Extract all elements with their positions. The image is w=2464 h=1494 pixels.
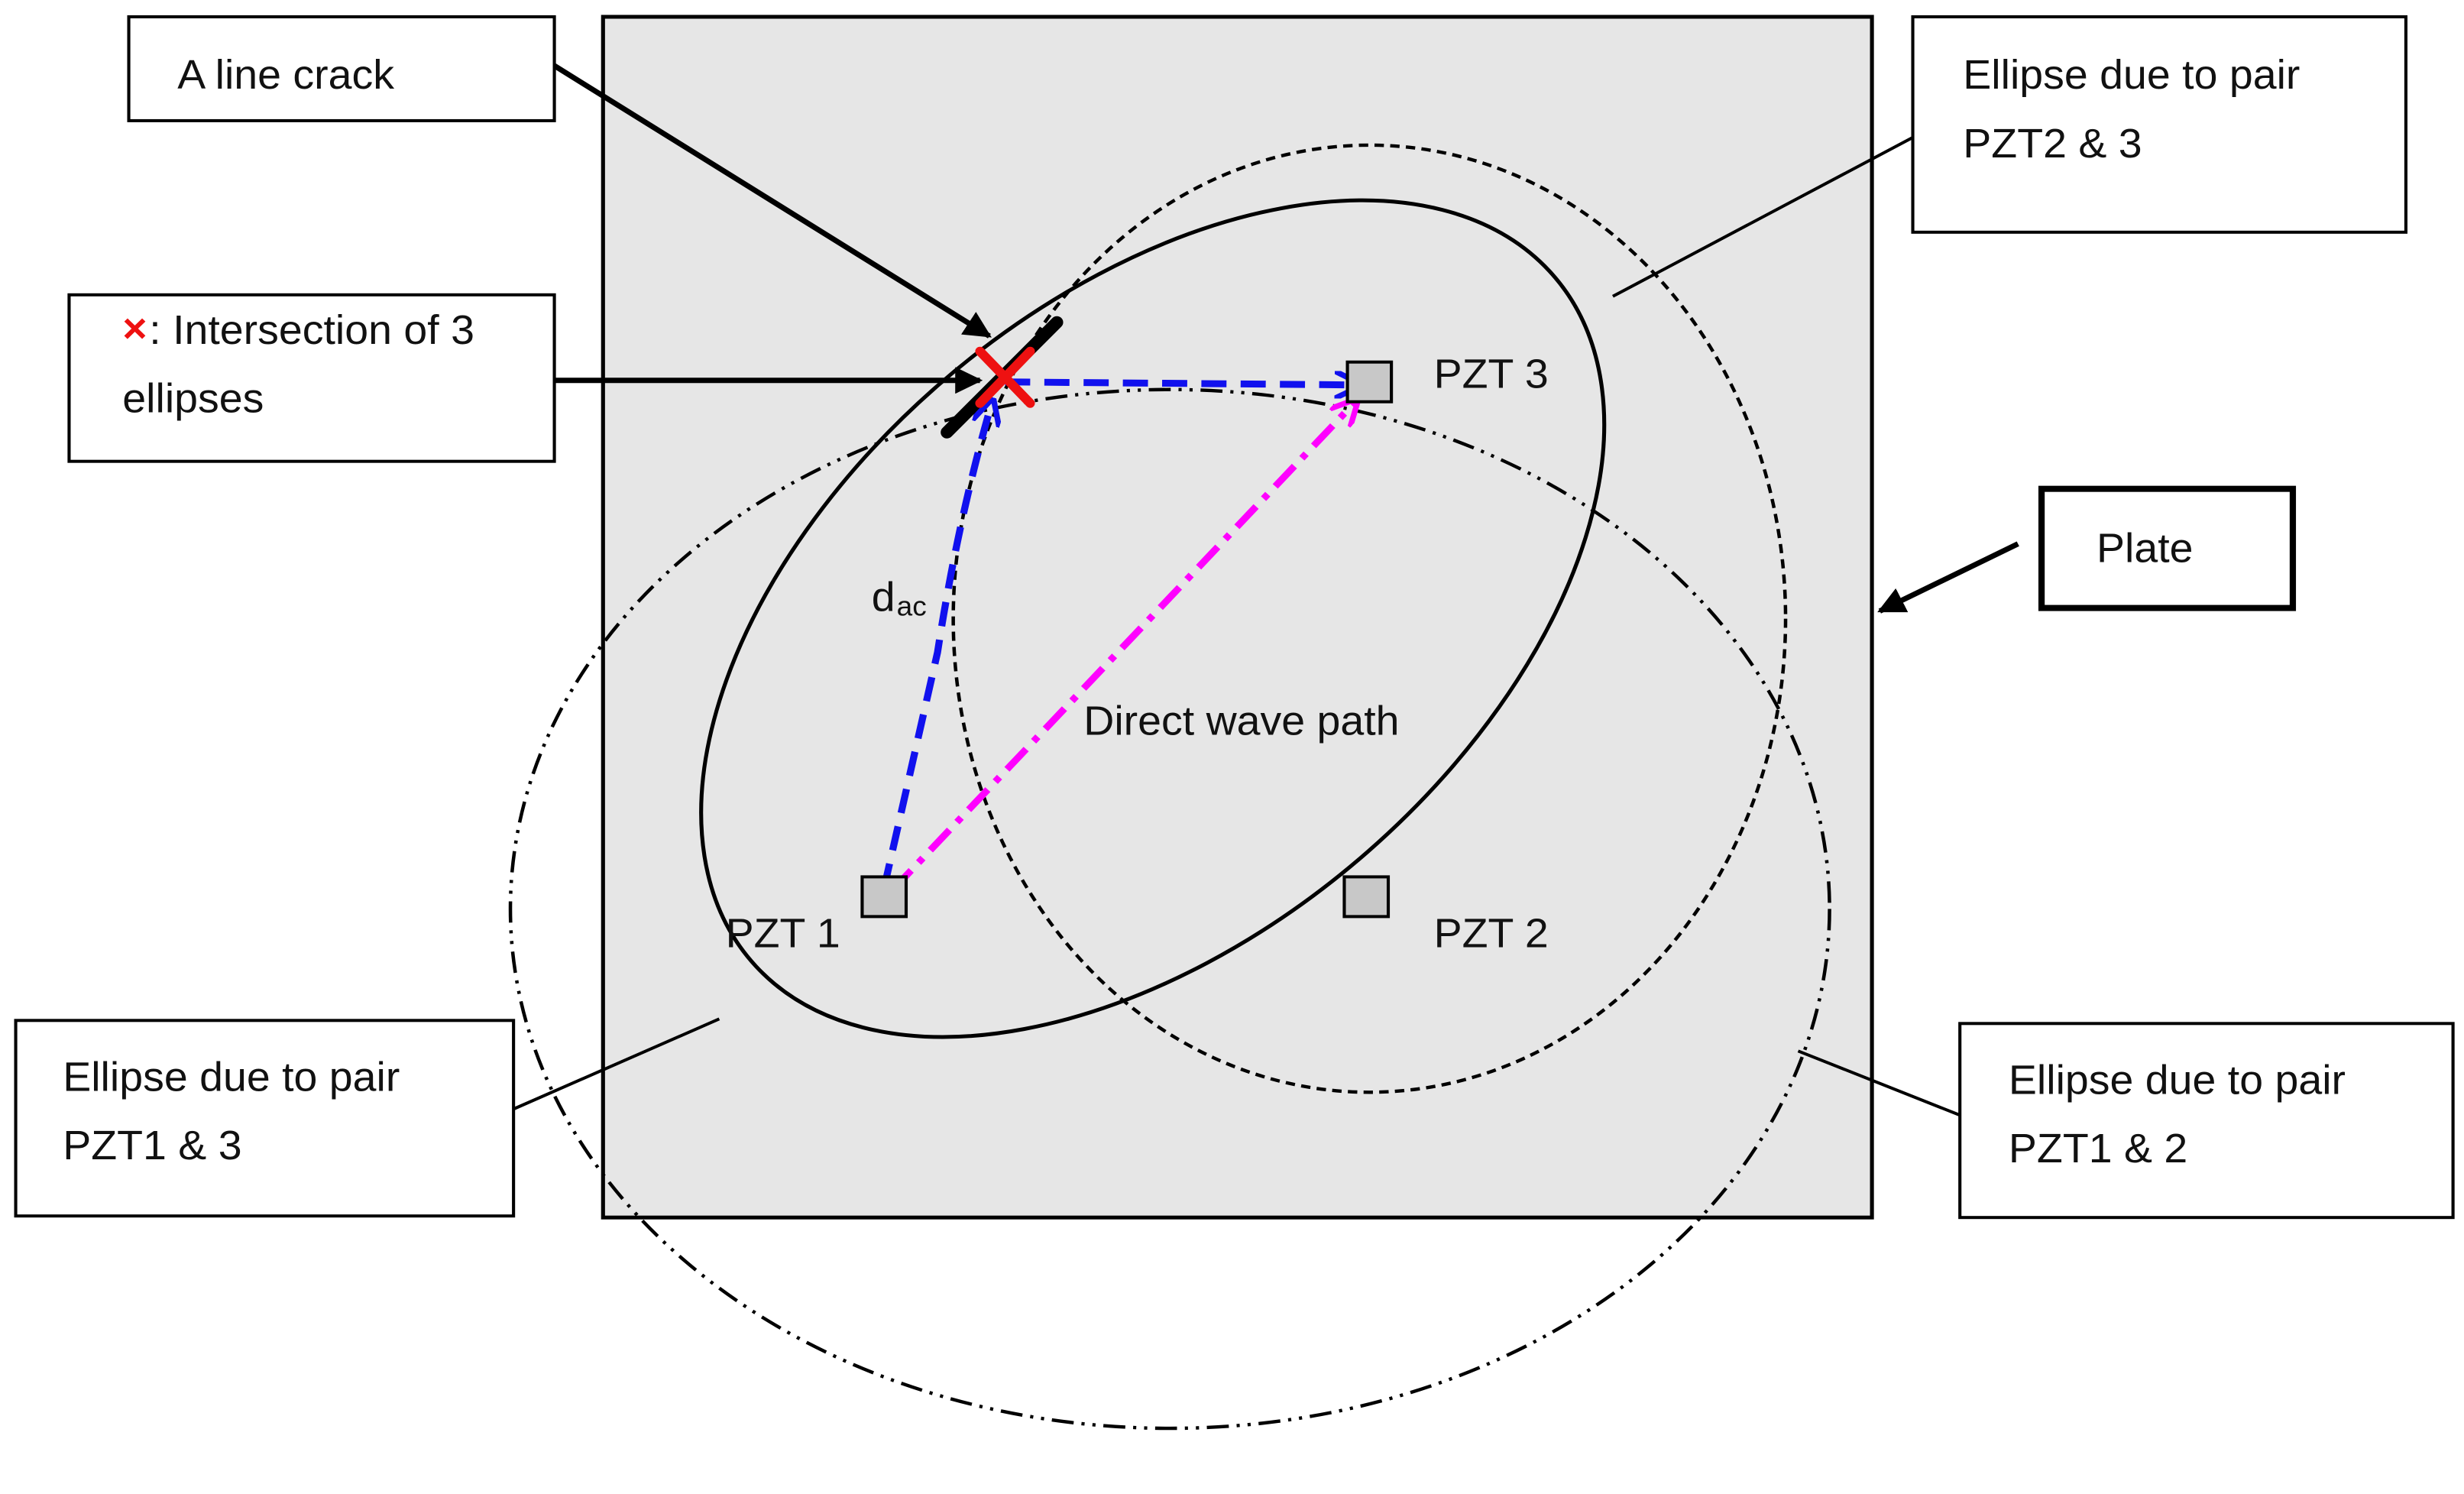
ellipse12-callout-line2: PZT1 & 2	[2009, 1125, 2187, 1172]
dac-subscript: ac	[897, 591, 927, 621]
plate-callout-box	[2038, 485, 2297, 611]
ellipse23-callout-line2: PZT2 & 3	[1963, 120, 2142, 167]
ellipse13-callout-box	[14, 1019, 516, 1218]
plate-callout-arrow	[1877, 541, 2019, 614]
ellipse23-callout-line1: Ellipse due to pair	[1963, 51, 2300, 98]
ellipse-pzt1-pzt3	[699, 198, 1607, 1039]
scattered-wave-path	[1005, 382, 1360, 385]
pzt3-sensor	[1345, 360, 1394, 403]
dac-label: d	[872, 573, 895, 620]
pzt3-label: PZT 3	[1434, 350, 1549, 397]
crack-callout-box	[127, 15, 556, 122]
plate-callout-text: Plate	[2097, 524, 2193, 571]
pzt2-sensor	[1342, 875, 1391, 919]
plate	[601, 15, 1874, 1220]
ellipse12-callout-leader	[1797, 1049, 1961, 1117]
pzt2-label: PZT 2	[1434, 909, 1549, 956]
ellipse13-callout-line2: PZT1 & 3	[63, 1122, 241, 1168]
reflected-wave-path	[880, 400, 992, 889]
direct-wave-path	[889, 400, 1356, 893]
ellipse12-callout-box	[1958, 1022, 2455, 1220]
ellipse-pzt2-pzt3	[951, 143, 1788, 1094]
ellipse13-callout-leader	[513, 1017, 720, 1111]
direct-wave-label: Direct wave path	[1083, 697, 1399, 744]
crack-callout-arrow	[552, 63, 992, 339]
pzt1-sensor	[860, 875, 908, 919]
ellipse-pzt1-pzt2	[508, 387, 1831, 1431]
crack-callout-text: A line crack	[177, 51, 394, 98]
ellipse23-callout-box	[1911, 15, 2408, 234]
intersection-marker	[975, 346, 1035, 408]
intersection-callout-line1: : Intersection of 3	[149, 306, 474, 352]
intersection-callout-line2: ellipses	[122, 374, 264, 421]
ellipse23-callout-leader	[1611, 136, 1914, 298]
ellipse13-callout-line1: Ellipse due to pair	[63, 1053, 400, 1100]
ellipse12-callout-line1: Ellipse due to pair	[2009, 1056, 2346, 1103]
intersection-mark-symbol: ×	[122, 304, 147, 351]
pzt1-label: PZT 1	[726, 909, 840, 956]
